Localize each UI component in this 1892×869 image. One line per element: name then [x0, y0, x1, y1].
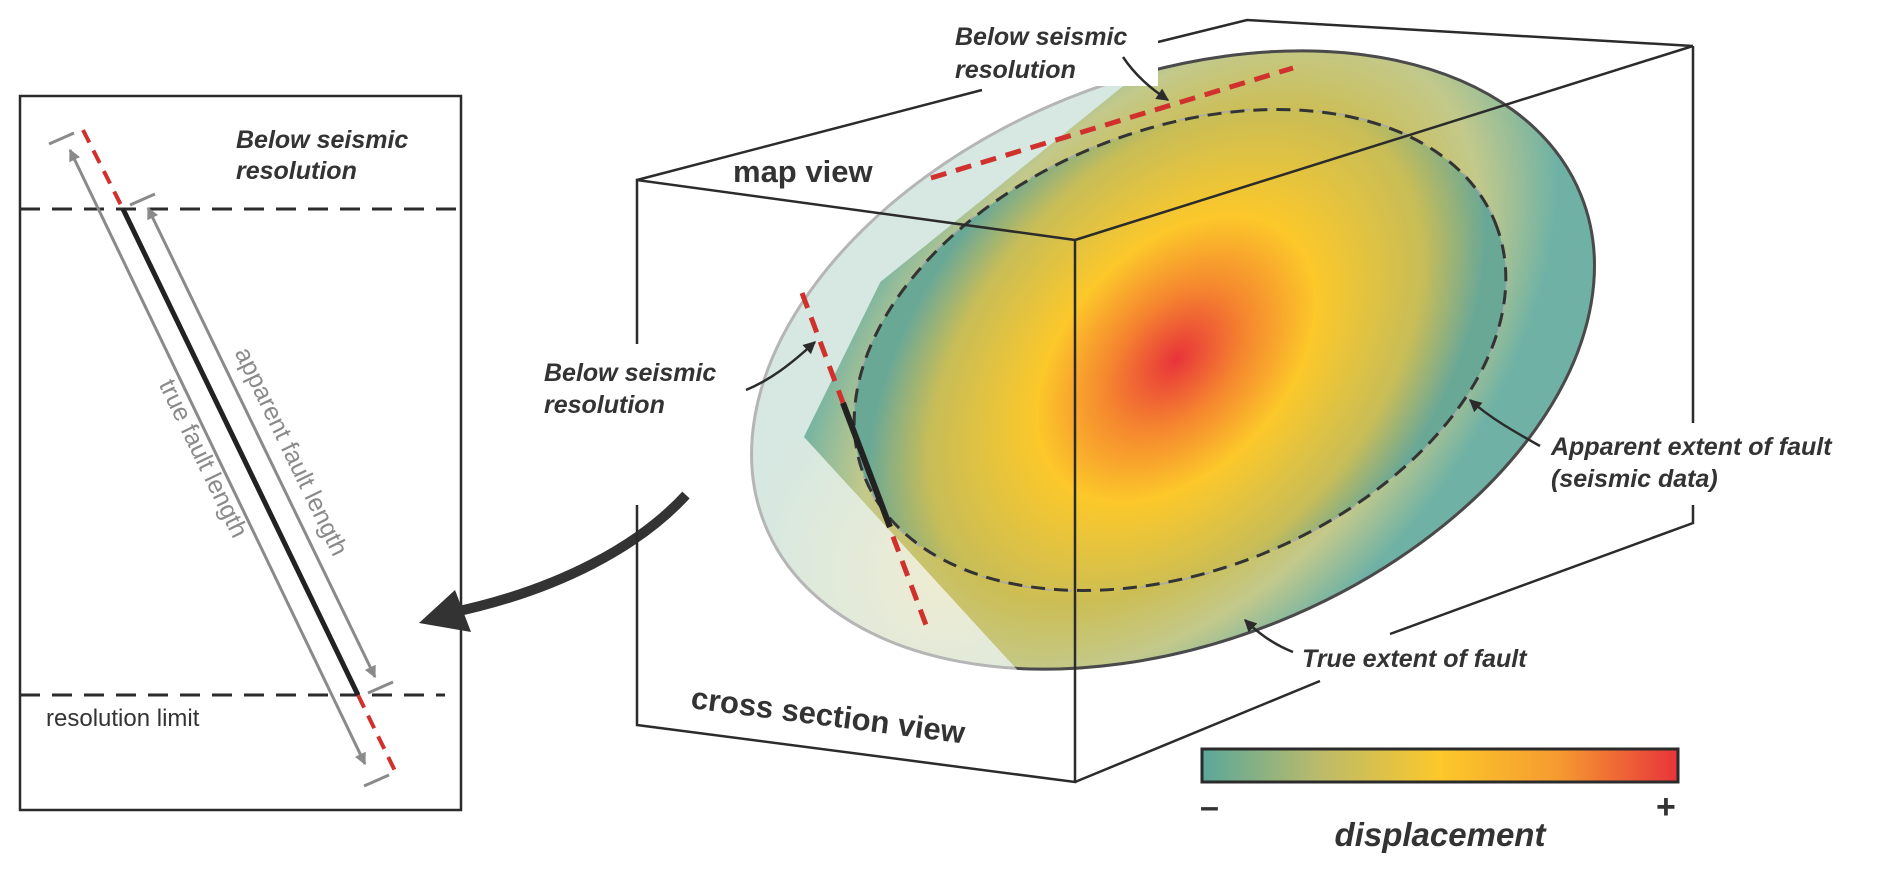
- legend-min-label: –: [1200, 788, 1219, 826]
- resolution-limit-label: resolution limit: [46, 705, 200, 732]
- apparent-extent-line1: Apparent extent of fault: [1550, 433, 1833, 461]
- link-arrow: [419, 491, 690, 632]
- legend-colorbar: [1200, 747, 1680, 784]
- link-arrow-shaft: [448, 491, 690, 618]
- block-right-edge-lower: [1389, 505, 1695, 636]
- side-annotation-line2: resolution: [544, 391, 665, 419]
- block-front-left-edges: [635, 178, 1077, 784]
- map-view-label: map view: [733, 154, 873, 189]
- apparent-length-tick-bottom: [367, 680, 394, 695]
- legend-max-label: +: [1656, 788, 1676, 826]
- below-resolution-label-line2: resolution: [236, 157, 357, 185]
- block-bottom-right-edge: [1074, 679, 1321, 784]
- apparent-length-arrow: [146, 206, 377, 679]
- resolution-cutoff-top: [930, 65, 1294, 181]
- apparent-extent-pointer: [1469, 399, 1541, 448]
- fault-extension-bottom: [356, 694, 399, 776]
- displacement-legend: – + displacement: [1200, 747, 1680, 853]
- top-annotation-pointer: [1121, 56, 1170, 102]
- block-top-right-edge: [1074, 44, 1694, 242]
- block-back-top-edge-right: [1157, 18, 1694, 48]
- side-annotation-pointer: [745, 341, 816, 392]
- side-annotation-bg: [538, 350, 743, 420]
- top-annotation-line1: Below seismic: [955, 23, 1127, 51]
- top-annotation-bg: [948, 20, 1158, 86]
- legend-title: displacement: [1335, 816, 1548, 853]
- apparent-length-tick-top: [129, 192, 156, 207]
- block-diagram: map view cross section view Below seismi…: [538, 18, 1887, 784]
- true-length-tick-top: [48, 131, 75, 146]
- link-arrow-head: [419, 590, 471, 632]
- block-back-top-edge: [636, 88, 983, 182]
- true-extent-bg: [1295, 640, 1515, 676]
- cross-section-view-label: cross section view: [689, 680, 968, 750]
- true-extent-pointer: [1244, 619, 1294, 654]
- true-length-tick-bottom: [363, 773, 390, 788]
- side-annotation-line1: Below seismic: [544, 359, 716, 387]
- cross-section-panel: true fault length apparent fault length …: [18, 94, 463, 812]
- apparent-extent-bg: [1545, 426, 1887, 502]
- below-resolution-label-line1: Below seismic: [236, 126, 408, 154]
- true-extent-label: True extent of fault: [1302, 645, 1528, 673]
- apparent-extent-line2: (seismic data): [1551, 465, 1718, 493]
- imaged-fault-trace: [840, 401, 893, 529]
- resolution-cutoff-side: [799, 292, 932, 634]
- top-annotation-line2: resolution: [955, 56, 1076, 84]
- apparent-fault-extent: [852, 108, 1508, 592]
